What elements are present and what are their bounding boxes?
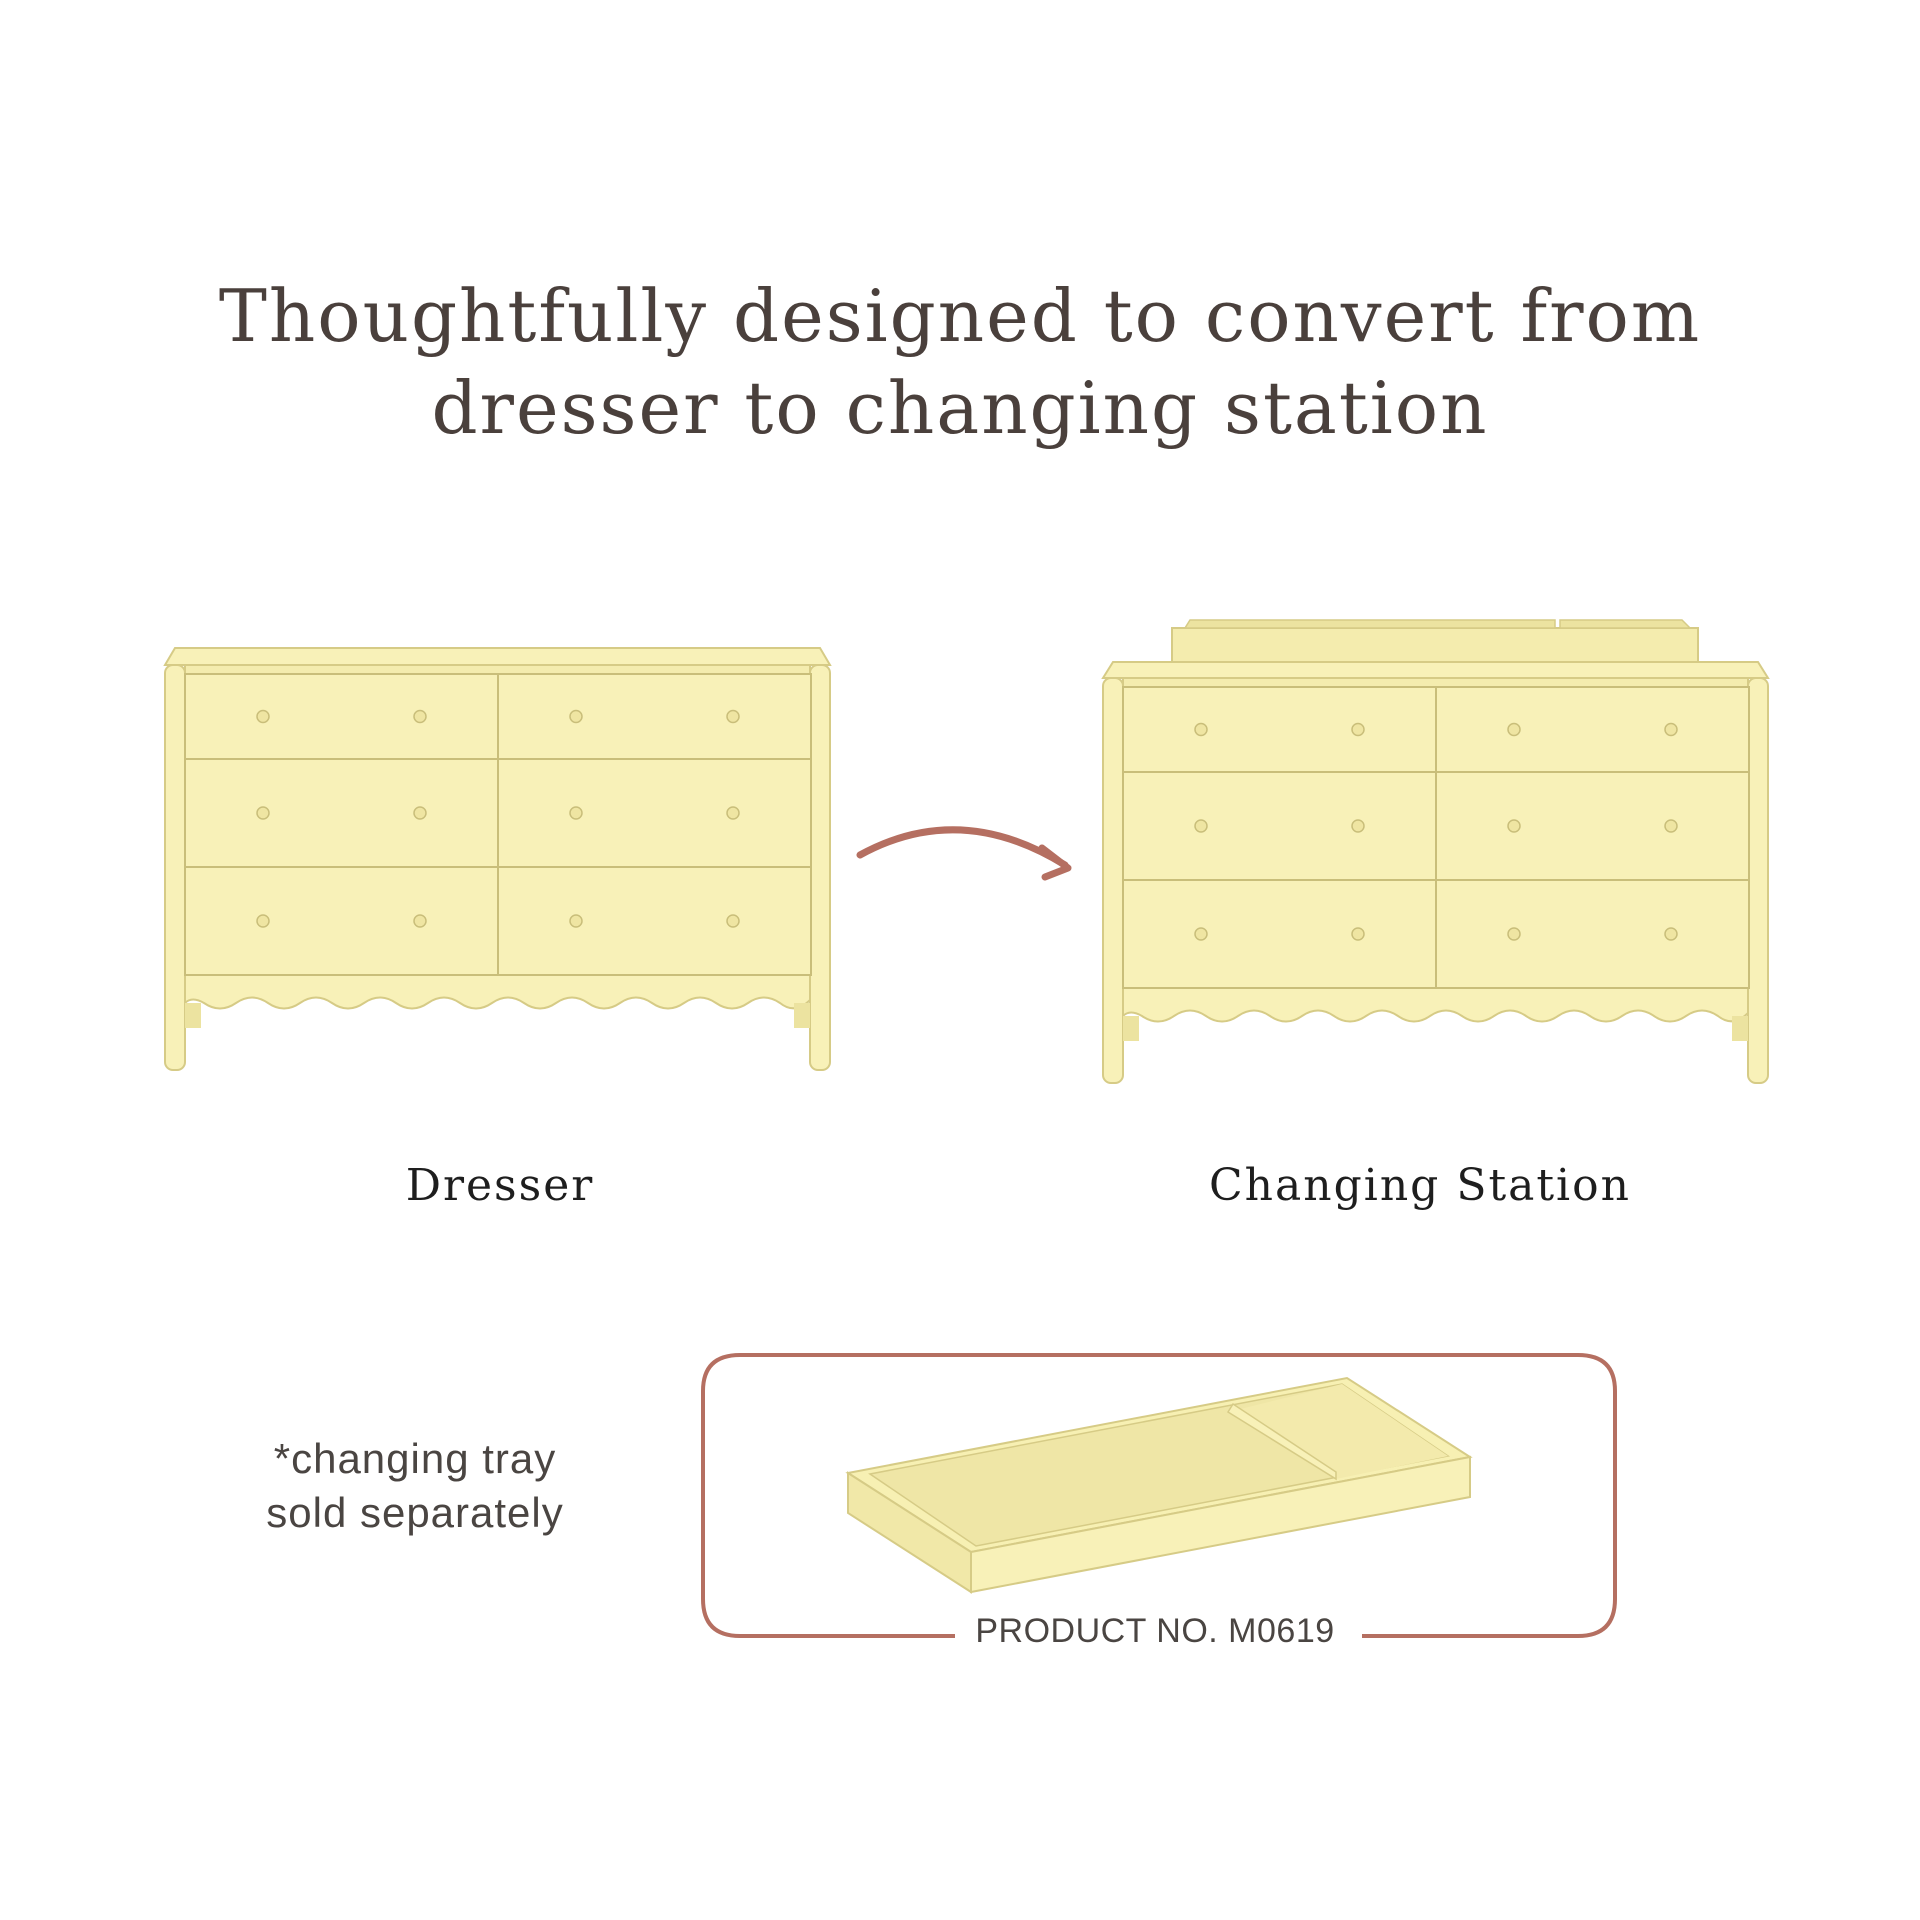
drawer-front [1122, 879, 1437, 989]
drawer-front [497, 758, 812, 868]
drawer-front [1122, 771, 1437, 881]
drawer-knob [1664, 819, 1678, 833]
drawer-knob [413, 914, 427, 928]
changing-tray-illustration [845, 1376, 1473, 1594]
headline-line-2: dresser to changing station [431, 366, 1489, 450]
headline-line-1: Thoughtfully designed to convert from [218, 274, 1702, 358]
dresser-illustration [163, 647, 832, 1071]
drawer-front [1435, 686, 1750, 773]
changing-station-illustration [1101, 619, 1770, 1084]
drawer-knob [1664, 927, 1678, 941]
drawer-knob [256, 806, 270, 820]
drawer-knob [413, 806, 427, 820]
drawer-knob [413, 709, 427, 724]
drawer-front [497, 866, 812, 976]
drawer-knob [726, 806, 740, 820]
drawer-knob [256, 914, 270, 928]
headline: Thoughtfully designed to convert from dr… [0, 270, 1920, 454]
drawer-knob [1507, 819, 1521, 833]
drawer-knob [726, 709, 740, 724]
tray-note-line-2: sold separately [266, 1489, 564, 1536]
drawer-knob [1664, 722, 1678, 737]
tray-note: *changing tray sold separately [215, 1432, 615, 1540]
drawer-knob [1351, 927, 1365, 941]
drawer-knob [1507, 927, 1521, 941]
changing-station-caption: Changing Station [1209, 1160, 1631, 1211]
tray-callout-frame [701, 1353, 1617, 1638]
drawer-knob [569, 709, 583, 724]
drawer-front [1435, 771, 1750, 881]
drawer-knob [1351, 819, 1365, 833]
drawer-knob [256, 709, 270, 724]
drawer-knob [726, 914, 740, 928]
drawer-knob [569, 914, 583, 928]
drawer-front [184, 866, 499, 976]
drawer-front [184, 673, 499, 760]
tray-note-line-1: *changing tray [273, 1435, 557, 1482]
drawer-knob [1351, 722, 1365, 737]
drawer-front [1122, 686, 1437, 773]
drawer-front [184, 758, 499, 868]
drawer-front [497, 673, 812, 760]
drawer-knob [1194, 927, 1208, 941]
product-number: PRODUCT NO. M0619 [955, 1612, 1355, 1651]
dresser-caption: Dresser [405, 1160, 595, 1211]
curved-arrow-icon [856, 826, 1072, 881]
drawer-front [1435, 879, 1750, 989]
drawer-knob [1194, 722, 1208, 737]
drawer-knob [569, 806, 583, 820]
drawer-knob [1194, 819, 1208, 833]
drawer-knob [1507, 722, 1521, 737]
